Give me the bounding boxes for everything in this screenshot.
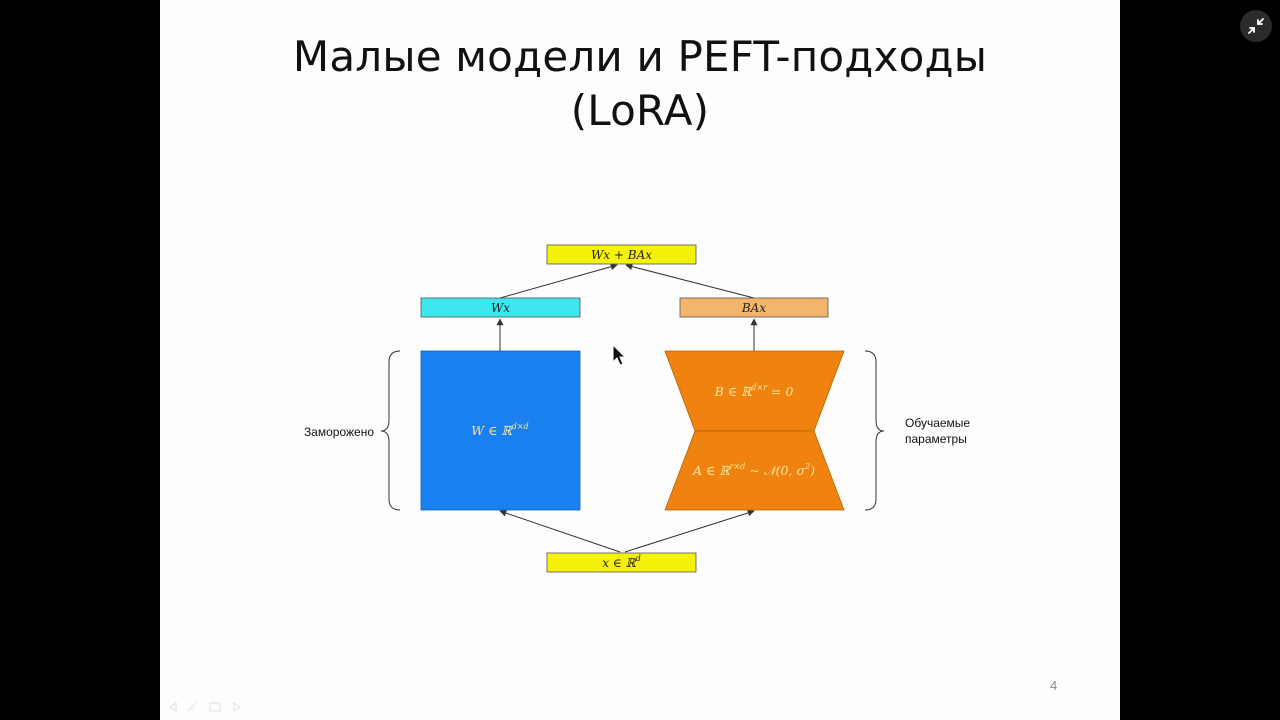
output-box: Wx + BAx bbox=[546, 244, 697, 265]
slide-title-line1: Малые модели и PEFT-подходы bbox=[292, 32, 988, 81]
pen-icon[interactable] bbox=[187, 702, 197, 712]
arrow-bax-to-output bbox=[625, 263, 755, 299]
wx-label: Wx bbox=[491, 301, 510, 315]
slide: Малые модели и PEFT-подходы (LoRA) 4 bbox=[160, 0, 1120, 720]
arrows bbox=[496, 263, 758, 553]
trainable-label-line1: Обучаемые bbox=[905, 416, 970, 430]
a-matrix-label: A ∈ ℝr×d ∼ 𝒩(0, σ2) bbox=[692, 462, 815, 478]
arrow-input-to-a bbox=[624, 509, 755, 553]
output-label: Wx + BAx bbox=[591, 248, 652, 262]
input-box: x ∈ ℝd bbox=[546, 552, 697, 573]
next-slide-icon[interactable] bbox=[233, 701, 242, 713]
exit-fullscreen-button[interactable] bbox=[1240, 10, 1272, 42]
w-matrix-label: W ∈ ℝd×d bbox=[471, 422, 528, 438]
slide-title: Малые модели и PEFT-подходы (LoRA) bbox=[160, 30, 1120, 138]
arrow-input-to-w bbox=[499, 509, 621, 553]
trainable-brace: Обучаемые параметры bbox=[864, 350, 970, 511]
b-matrix: B ∈ ℝd×r = 0 bbox=[664, 350, 845, 432]
frozen-brace: Заморожено bbox=[304, 350, 401, 511]
presentation-toolbar bbox=[168, 701, 242, 713]
frozen-label: Заморожено bbox=[304, 425, 374, 439]
exit-fullscreen-icon bbox=[1248, 18, 1264, 34]
b-matrix-label: B ∈ ℝd×r = 0 bbox=[714, 383, 794, 399]
bax-label: BAx bbox=[741, 301, 766, 315]
arrow-wx-to-output bbox=[499, 263, 618, 299]
slides-overview-icon[interactable] bbox=[209, 702, 221, 712]
previous-slide-icon[interactable] bbox=[168, 701, 177, 713]
slide-title-line2: (LoRA) bbox=[570, 86, 710, 135]
w-matrix: W ∈ ℝd×d bbox=[420, 350, 581, 511]
input-label: x ∈ ℝd bbox=[602, 554, 640, 570]
bax-box: BAx bbox=[679, 297, 829, 318]
page-number: 4 bbox=[1050, 678, 1058, 693]
mouse-pointer-icon bbox=[612, 344, 627, 366]
wx-box: Wx bbox=[420, 297, 581, 318]
trainable-label-line2: параметры bbox=[905, 432, 967, 446]
a-matrix: A ∈ ℝr×d ∼ 𝒩(0, σ2) bbox=[664, 430, 845, 511]
